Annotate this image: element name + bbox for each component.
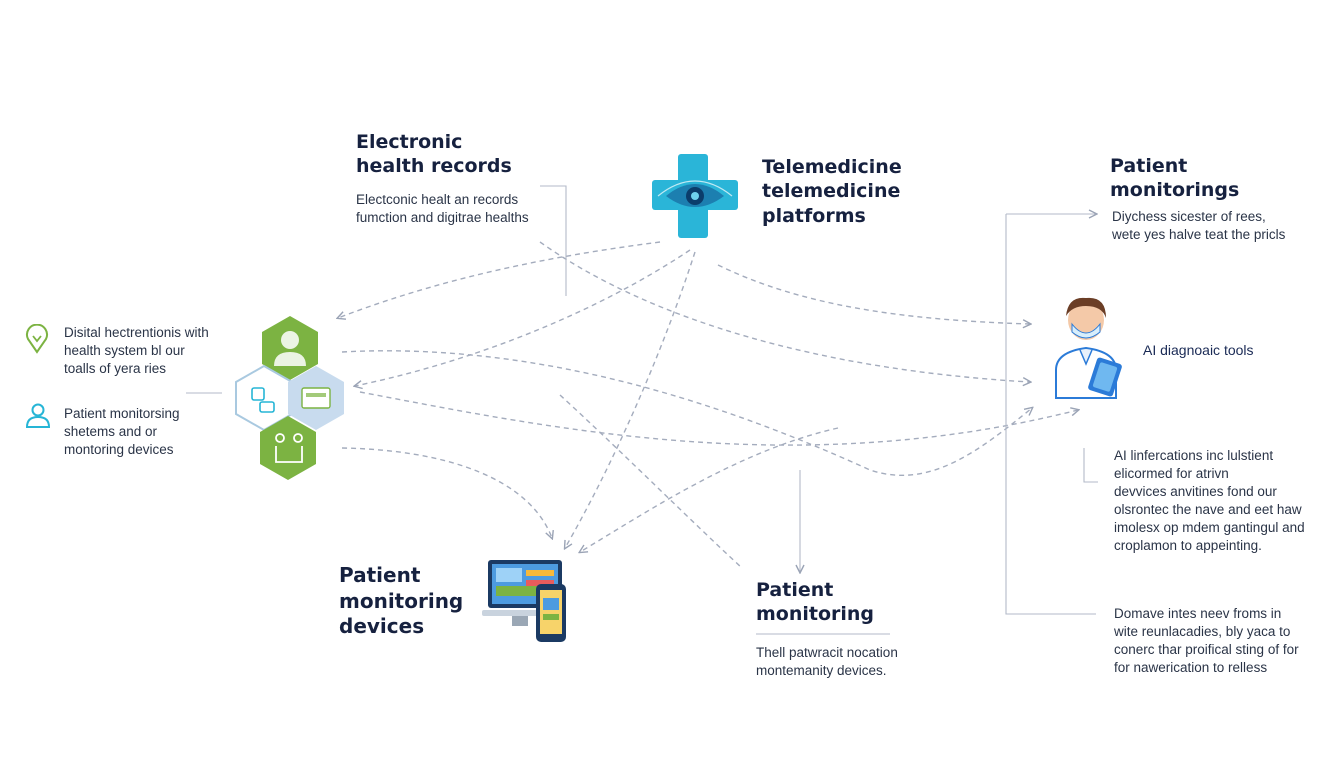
connector-telemed-to-hub-2	[355, 249, 691, 386]
medical-cross-eye-icon	[652, 154, 738, 238]
patient-monitoring-description: Thell patwracit nocation montemanity dev…	[756, 645, 898, 679]
connector-ehr-to-ai	[539, 241, 1030, 382]
connector-hub-to-ai-2	[359, 391, 1078, 446]
ai-tools-label: AI diagnoaic tools	[1143, 342, 1254, 358]
connector-hub-to-monitoring	[559, 394, 743, 569]
final-description: Domave intes neev froms in wite reunlaca…	[1114, 606, 1299, 676]
person-icon	[25, 403, 51, 428]
location-pin-icon	[26, 324, 48, 354]
left-item-2-text: Patient monitorsing shetems and or monto…	[64, 406, 180, 458]
connector-telemed-to-devices	[565, 251, 696, 548]
patient-monitorings-description: Diychess sicester of rees, wete yes halv…	[1112, 209, 1286, 243]
ehr-description: Electconic healt an records fumction and…	[356, 192, 529, 226]
patient-monitorings-title: Patient monitorings	[1110, 155, 1240, 202]
ai-description: AI linfercations inc lulstient elicormed…	[1114, 448, 1305, 554]
monitor-and-phone-icon	[482, 560, 566, 642]
patient-monitoring-title: Patient monitoring	[756, 579, 875, 626]
connector-hub-to-ai	[341, 350, 1032, 476]
connector-telemed-to-hub	[338, 241, 661, 318]
connector-ai-to-devices	[580, 427, 839, 552]
devices-title: Patient monitoring devices	[339, 563, 464, 639]
left-item-1-text: Disital hectrentionis with health system…	[64, 325, 209, 377]
telemedicine-title: Telemedicine telemedicine platforms	[762, 156, 902, 227]
connector-hub-to-devices	[341, 447, 552, 538]
bracket-ai-right	[1005, 214, 1096, 615]
bracket-ehr	[540, 185, 567, 296]
bracket-ai-desc	[1083, 448, 1098, 483]
doctor-with-tablet-icon	[1055, 297, 1122, 399]
ehr-title: Electronic health records	[356, 131, 512, 178]
hexagon-hub-icon	[235, 316, 344, 480]
connector-telemed-to-ai	[717, 264, 1030, 324]
